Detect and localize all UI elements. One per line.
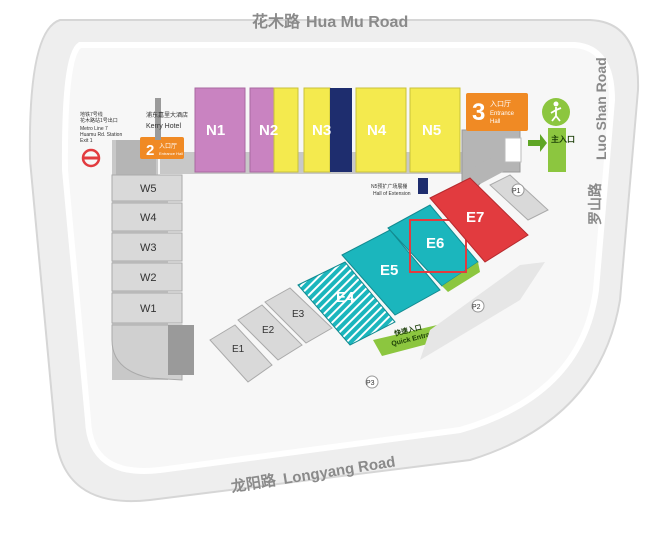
- hall-e3[interactable]: E3: [264, 287, 333, 344]
- svg-text:浦东嘉里大酒店: 浦东嘉里大酒店: [146, 111, 188, 119]
- hall-n2[interactable]: N2: [249, 87, 299, 173]
- hall-n1[interactable]: N1: [194, 87, 246, 173]
- svg-text:3: 3: [472, 99, 485, 126]
- hall-e1[interactable]: E1: [209, 324, 273, 383]
- svg-text:W2: W2: [140, 272, 157, 284]
- svg-text:Exit 1: Exit 1: [80, 138, 93, 144]
- svg-text:P3: P3: [366, 380, 375, 387]
- hall-w2[interactable]: W2: [111, 262, 183, 292]
- entrance-hall-3[interactable]: 3 入口厅 Entrance Hall: [466, 93, 528, 131]
- arrow-left-icon: [528, 134, 547, 152]
- svg-text:N3: N3: [312, 122, 331, 139]
- svg-text:入口厅: 入口厅: [490, 100, 511, 108]
- svg-text:E5: E5: [380, 262, 398, 279]
- svg-text:W3: W3: [140, 242, 157, 254]
- svg-text:P1: P1: [512, 188, 521, 195]
- svg-text:P2: P2: [472, 304, 481, 311]
- road-north-en: Hua Mu Road: [306, 14, 408, 31]
- pedestrian-icon: [550, 107, 562, 122]
- hall-w3[interactable]: W3: [111, 232, 183, 262]
- southwest-corner: [111, 324, 183, 381]
- entrance-hall-2[interactable]: 2 入口厅 Entrance Hall: [140, 137, 184, 159]
- svg-text:E7: E7: [466, 209, 484, 226]
- svg-text:N2: N2: [259, 122, 278, 139]
- svg-text:入口厅: 入口厅: [159, 143, 177, 150]
- svg-text:W4: W4: [140, 212, 157, 224]
- e7-connector: [472, 155, 504, 184]
- svg-text:Entrance: Entrance: [490, 111, 515, 117]
- hall-w5[interactable]: W5: [111, 174, 183, 202]
- svg-text:花木路站1号出口: 花木路站1号出口: [80, 117, 118, 124]
- svg-text:E4: E4: [336, 289, 355, 306]
- parking-p3[interactable]: P3: [365, 375, 379, 389]
- svg-text:Metro Line 7: Metro Line 7: [80, 126, 108, 132]
- hall-e2[interactable]: E2: [237, 304, 303, 361]
- metro-station[interactable]: 地铁7号线 花木路站1号出口 Metro Line 7 Huamu Rd. St…: [80, 111, 122, 168]
- svg-text:N5: N5: [422, 122, 441, 139]
- hall-e4[interactable]: E4: [297, 261, 396, 346]
- parking-p2-area: [420, 262, 545, 360]
- svg-text:主入口: 主入口: [551, 134, 575, 144]
- n5-extension-cn: N5预扩广场展棚: [371, 183, 407, 190]
- n5-extension-en: Hall of Extension: [373, 191, 411, 197]
- southwest-connector: [168, 325, 194, 375]
- hall-e5[interactable]: E5: [341, 229, 441, 316]
- hall-n5[interactable]: N5: [409, 87, 461, 173]
- e6-highlight-box: [409, 219, 467, 273]
- svg-text:Huamu Rd. Station: Huamu Rd. Station: [80, 132, 122, 138]
- parking-p2[interactable]: P2: [471, 299, 485, 313]
- svg-text:E3: E3: [292, 309, 305, 320]
- hall-e7[interactable]: E7: [429, 177, 529, 263]
- entrance-hall-3-annex: [504, 137, 522, 163]
- n5-extension-marker: [418, 178, 428, 194]
- road-east-cn: 罗山路: [587, 182, 603, 225]
- svg-text:E6: E6: [426, 235, 444, 252]
- hall-n4[interactable]: N4: [355, 87, 407, 173]
- svg-text:N4: N4: [367, 122, 387, 139]
- svg-text:N1: N1: [206, 122, 225, 139]
- svg-text:W1: W1: [140, 303, 157, 315]
- hall-w1[interactable]: W1: [111, 292, 183, 324]
- svg-text:Hall: Hall: [490, 119, 500, 125]
- hall-n3[interactable]: N3: [303, 87, 352, 173]
- svg-text:Kerry Hotel: Kerry Hotel: [146, 123, 181, 130]
- kerry-hotel[interactable]: 浦东嘉里大酒店 Kerry Hotel: [146, 98, 188, 140]
- road-east-en: Luo Shan Road: [593, 57, 609, 160]
- svg-text:2: 2: [146, 142, 154, 159]
- road-north-cn: 花木路: [252, 12, 301, 31]
- main-entrance[interactable]: 主入口: [528, 98, 575, 172]
- svg-text:E2: E2: [262, 325, 275, 336]
- parking-p1[interactable]: P1: [489, 174, 549, 221]
- svg-text:E1: E1: [232, 344, 245, 355]
- svg-text:W5: W5: [140, 183, 157, 195]
- svg-text:地铁7号线: 地铁7号线: [80, 111, 103, 118]
- svg-text:Entrance Hall: Entrance Hall: [159, 151, 183, 156]
- hall-w4[interactable]: W4: [111, 202, 183, 232]
